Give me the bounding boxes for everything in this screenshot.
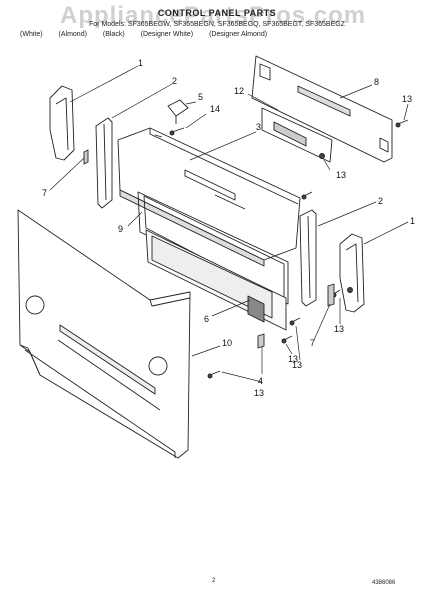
part-clip-left xyxy=(83,149,89,165)
color-label-almond: (Almond) xyxy=(58,31,87,38)
part-bracket-left xyxy=(95,117,113,209)
callout-9: 9 xyxy=(118,224,123,234)
callout-13-cap: 13 xyxy=(334,324,344,334)
part-clip-right xyxy=(327,283,335,307)
callout-2-left: 2 xyxy=(172,76,177,86)
callout-4: 4 xyxy=(258,376,263,386)
part-control-panel xyxy=(145,229,287,331)
part-screw-14 xyxy=(169,127,185,136)
callout-14: 14 xyxy=(210,104,220,114)
part-rear-panel xyxy=(251,55,393,163)
part-end-cap-left xyxy=(49,85,75,161)
side-panel-hole xyxy=(148,356,168,376)
callout-13-panel: 13 xyxy=(292,360,302,370)
doc-number: 4386086 xyxy=(372,580,396,586)
page-number: 2 xyxy=(212,578,216,584)
color-label-white: (White) xyxy=(20,31,43,38)
part-bracket-top xyxy=(167,99,189,124)
color-label-designer-almond: (Designer Almond) xyxy=(209,31,268,38)
callout-1-left: 1 xyxy=(138,58,143,68)
part-end-cap-right xyxy=(339,233,365,313)
color-label-designer-white: (Designer White) xyxy=(140,31,194,38)
callout-13-side: 13 xyxy=(254,388,264,398)
part-clock-module xyxy=(261,107,333,163)
side-panel-hole xyxy=(25,295,45,315)
models-line: For Models: SF365BEGW, SF365BEGN, SF365B… xyxy=(89,21,345,28)
callout-labels: 1 2 5 14 3 12 8 13 13 7 9 2 1 6 13 7 13 … xyxy=(42,58,415,398)
callout-13-module: 13 xyxy=(336,170,346,180)
part-screws-13 xyxy=(207,119,409,379)
callout-5: 5 xyxy=(198,92,203,102)
page-title: CONTROL PANEL PARTS xyxy=(157,8,277,18)
watermark: AppliancePartsPros.com xyxy=(60,2,367,29)
part-side-panel xyxy=(17,209,191,459)
callout-1-right: 1 xyxy=(410,216,415,226)
color-label-black: (Black) xyxy=(102,31,125,38)
color-labels: (White) (Almond) (Black) (Designer White… xyxy=(20,31,281,38)
callout-7-left: 7 xyxy=(42,188,47,198)
callout-7-right: 7 xyxy=(310,338,315,348)
part-bracket-right xyxy=(299,209,317,307)
exploded-parts-diagram: 1 2 5 14 3 12 8 13 13 7 9 2 1 6 13 7 13 … xyxy=(17,55,415,459)
callout-2-right: 2 xyxy=(378,196,383,206)
callout-10: 10 xyxy=(222,338,232,348)
callout-8: 8 xyxy=(374,77,379,87)
callout-13-bottom: 13 xyxy=(288,354,298,364)
callout-12: 12 xyxy=(234,86,244,96)
leader-lines xyxy=(49,65,409,383)
callout-13-rear: 13 xyxy=(402,94,412,104)
callout-6: 6 xyxy=(204,314,209,324)
part-console-panel xyxy=(117,127,301,267)
callout-3: 3 xyxy=(256,122,261,132)
